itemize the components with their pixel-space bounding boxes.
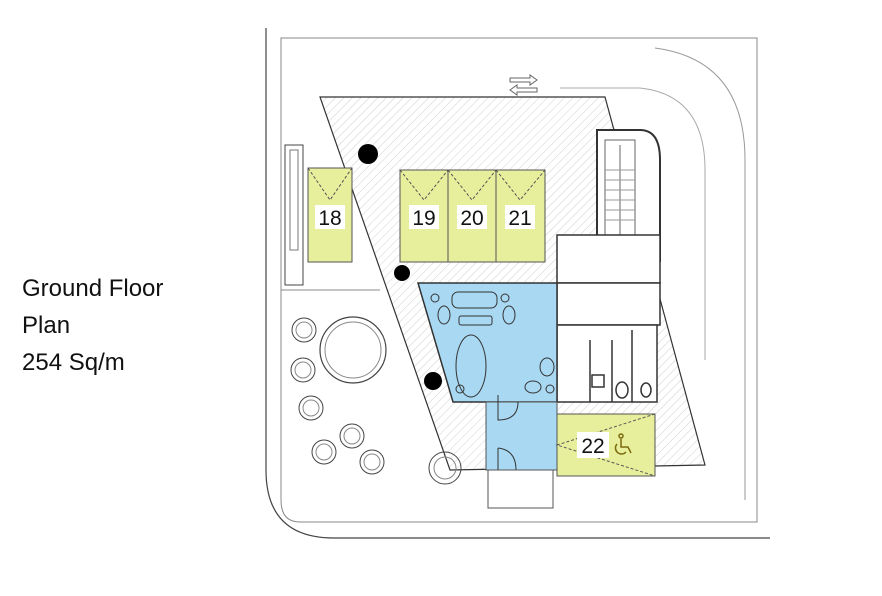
parking-space-20: 20 xyxy=(447,169,497,263)
parking-label-18: 18 xyxy=(318,207,341,230)
parking-label-22: 22 xyxy=(581,435,604,458)
title-line-1: Ground Floor xyxy=(22,275,164,302)
column xyxy=(394,265,410,281)
wheelchair-icon xyxy=(614,433,632,455)
traffic-arrows-icon xyxy=(509,74,538,96)
parking-label-21: 21 xyxy=(508,207,531,230)
garden-structure xyxy=(284,144,304,286)
door-swing xyxy=(497,447,517,471)
door-swing xyxy=(497,395,519,421)
driveway-curve xyxy=(654,47,746,500)
parking-space-19: 19 xyxy=(399,169,449,263)
site-boundary xyxy=(265,28,770,539)
column xyxy=(424,372,442,390)
entry-steps xyxy=(487,469,554,509)
floor-area: 254 Sq/m xyxy=(22,349,125,376)
parking-label-20: 20 xyxy=(460,207,483,230)
parking-space-18: 18 xyxy=(307,167,353,263)
stair-core xyxy=(596,129,661,262)
trees xyxy=(290,316,462,485)
column xyxy=(358,144,378,164)
parking-space-22: 22 xyxy=(555,413,656,477)
parking-label-19: 19 xyxy=(412,207,435,230)
site-inner-frame xyxy=(280,37,758,523)
garden-structure-inner xyxy=(289,149,299,251)
plan-title: Ground Floor Plan 254 Sq/m xyxy=(22,270,163,381)
title-line-2: Plan xyxy=(22,312,71,339)
driveway-curve-inner xyxy=(560,87,706,360)
service-rooms xyxy=(556,234,661,403)
entrance-corridor xyxy=(485,401,558,471)
parking-space-21: 21 xyxy=(495,169,546,263)
